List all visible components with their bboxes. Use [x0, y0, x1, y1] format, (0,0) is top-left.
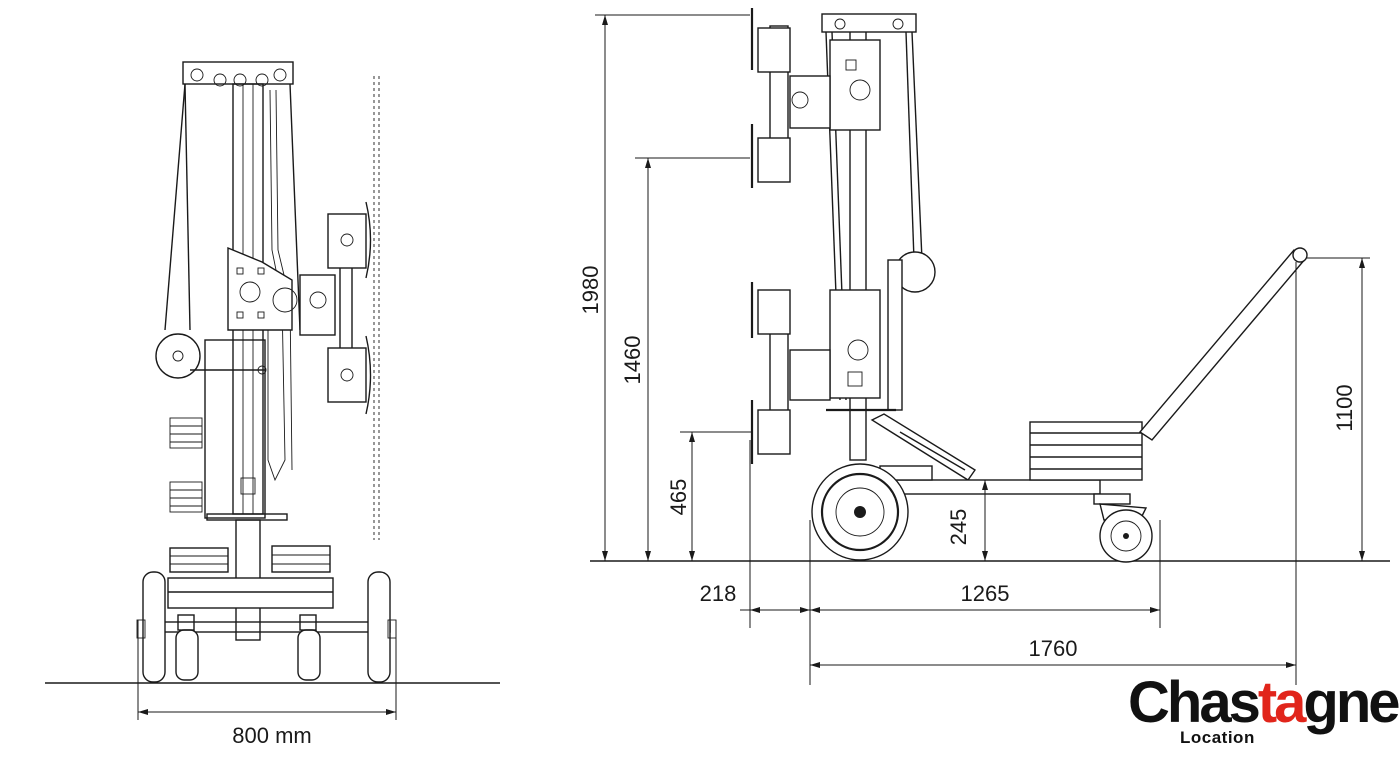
side-upper-carriage — [829, 39, 881, 131]
side-cup-3 — [757, 289, 791, 335]
caster-right — [297, 629, 321, 681]
dim-1265-label: 1265 — [961, 581, 1010, 606]
lower-frame — [204, 339, 266, 519]
chassis — [167, 577, 334, 609]
side-cup-4 — [757, 409, 791, 455]
dim-1100-label: 1100 — [1332, 384, 1357, 431]
brand-logo: Chastagner Location — [1128, 672, 1400, 754]
hydraulic-ram — [870, 413, 976, 481]
front-view — [45, 61, 500, 720]
side-cup-2 — [757, 137, 791, 183]
side-cup-1 — [757, 27, 791, 73]
suction-cup-upper — [327, 213, 367, 269]
side-lower-carriage — [829, 289, 881, 399]
caster-left — [175, 629, 199, 681]
side-rotation-head — [789, 75, 831, 129]
dim-245-label: 245 — [946, 509, 971, 546]
side-mast-head — [821, 13, 917, 33]
side-handle — [1138, 249, 1308, 441]
brand-logo-sub: Location — [1180, 728, 1255, 747]
brand-logo-accent: ta — [1257, 670, 1307, 735]
dim-218-label: 218 — [700, 581, 737, 606]
side-view — [590, 8, 1390, 685]
dim-1980-label: 1980 — [578, 266, 603, 315]
suction-cup-lower — [327, 347, 367, 403]
base-weights-right — [271, 545, 331, 573]
width-label: 800 mm — [232, 723, 311, 748]
dim-1460-label: 1460 — [620, 336, 645, 385]
front-wheel-left — [142, 571, 166, 683]
dim-1760-label: 1760 — [1029, 636, 1078, 661]
lift-chain — [267, 89, 286, 482]
base-weights-left — [169, 547, 229, 573]
winch-wheel — [155, 333, 201, 379]
rotation-head — [299, 274, 336, 336]
brand-logo-wordmark: Chastagner — [1128, 670, 1400, 735]
side-counterweights — [1029, 421, 1143, 481]
counterweights-left — [169, 417, 203, 513]
front-wheel-right — [367, 571, 391, 683]
dim-465-label: 465 — [666, 479, 691, 516]
